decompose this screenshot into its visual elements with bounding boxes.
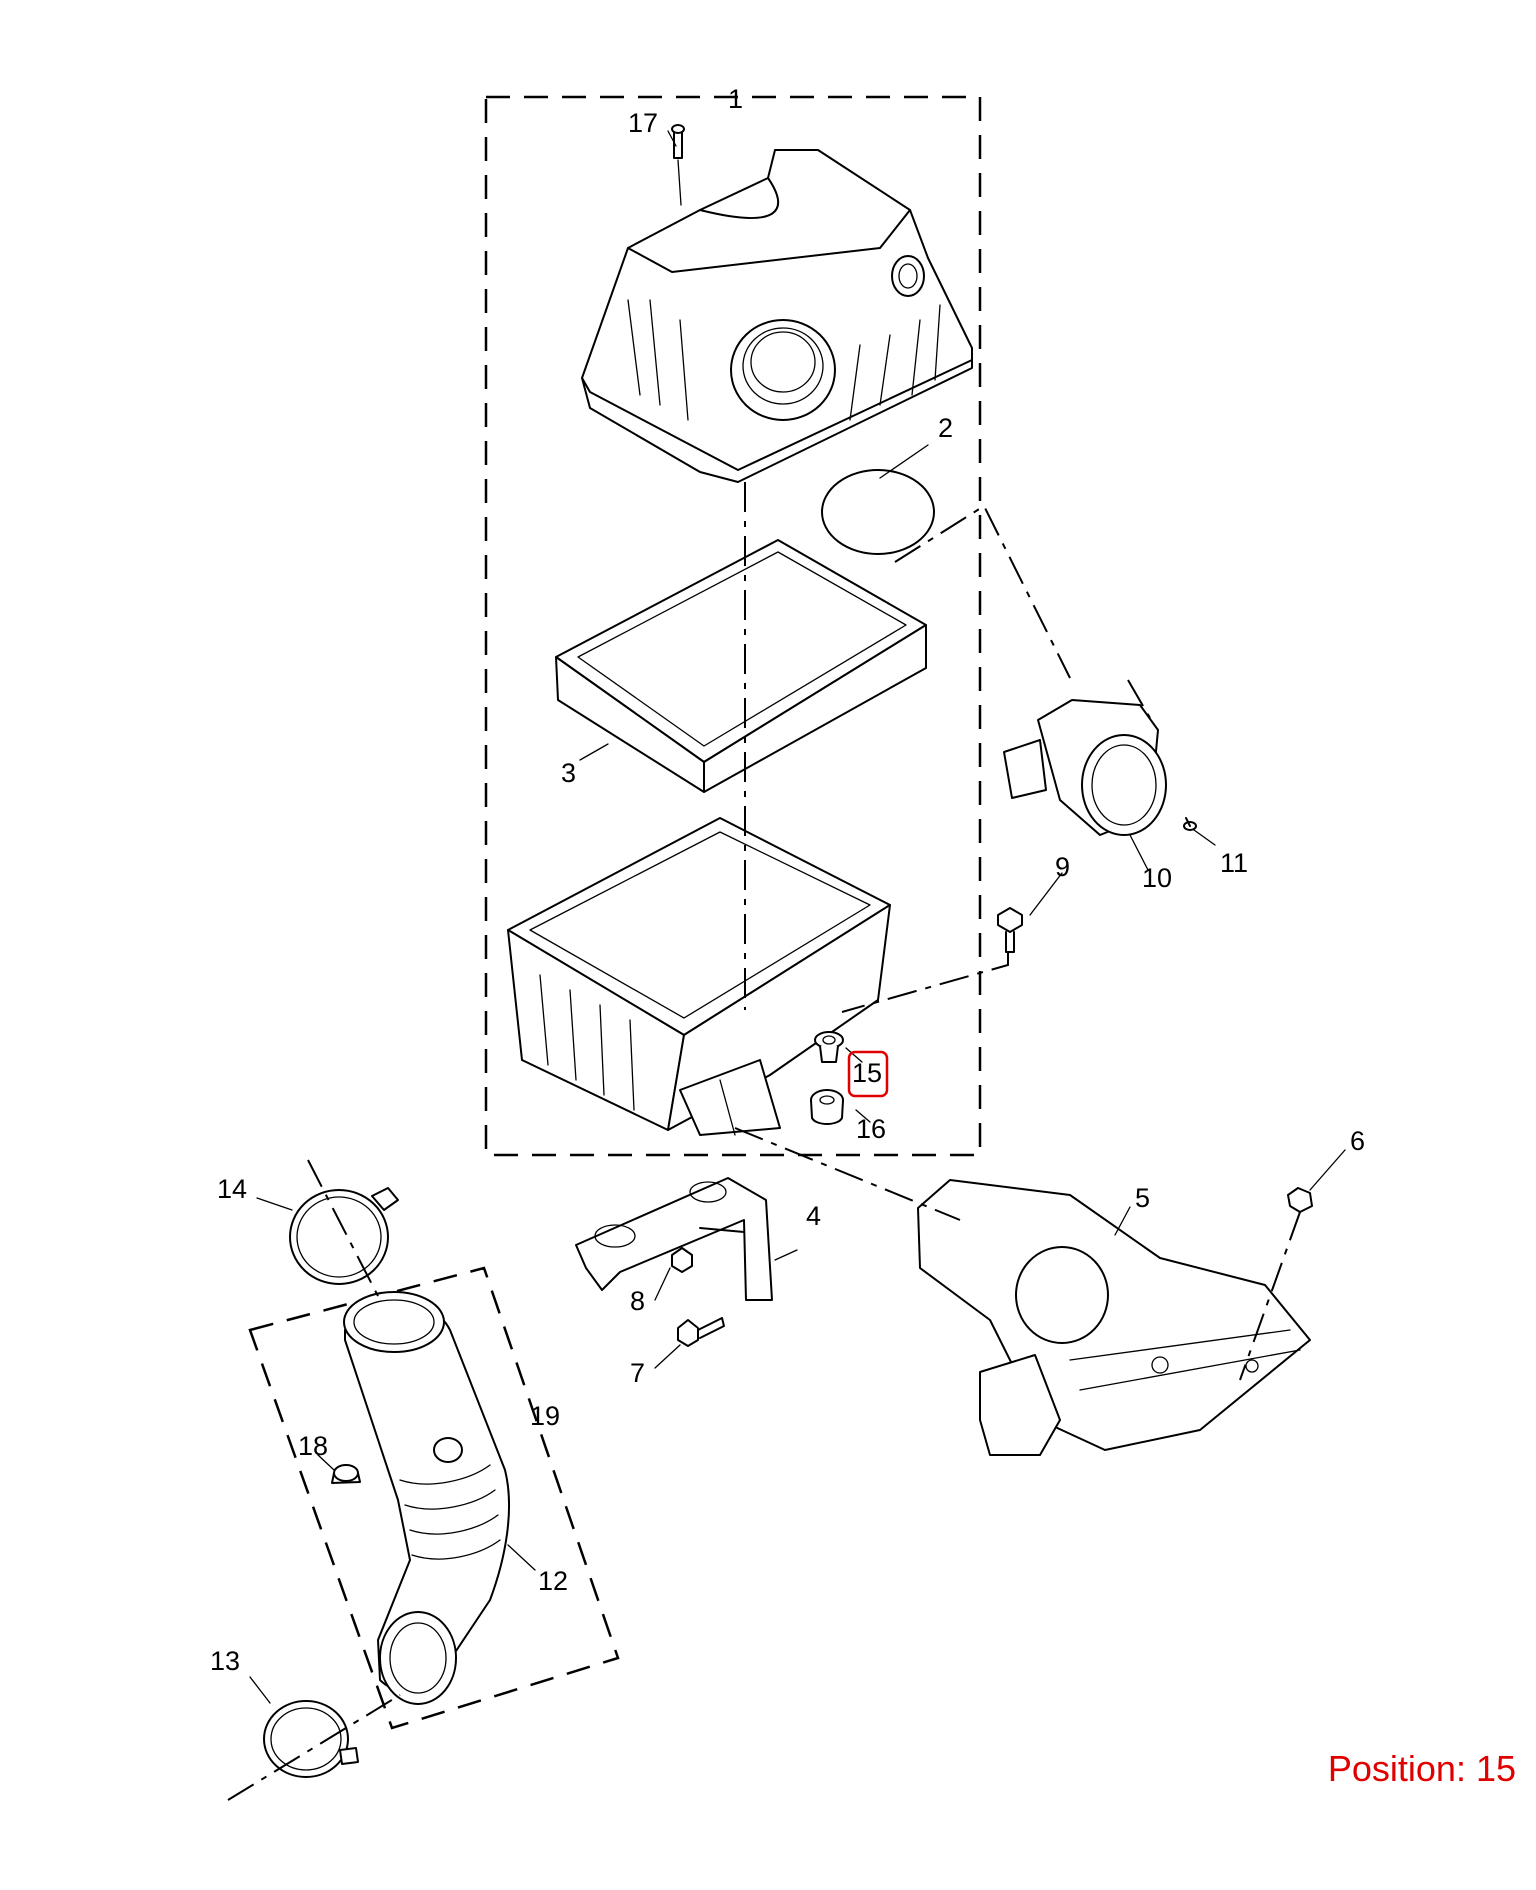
- callout-15: 15: [852, 1058, 882, 1088]
- assembly-1-group-box: [484, 95, 982, 1157]
- part-18-clip: [331, 1464, 361, 1484]
- assembly-19-group-box: [248, 1266, 620, 1730]
- callout-19: 19: [530, 1401, 560, 1431]
- callout-8: 8: [630, 1286, 645, 1316]
- callout-11: 11: [1220, 848, 1248, 878]
- part-6-nut: [1287, 1187, 1313, 1213]
- part-7-bolt: [677, 1317, 725, 1347]
- callout-18: 18: [298, 1431, 328, 1461]
- callout-9: 9: [1055, 852, 1070, 882]
- callout-7: 7: [630, 1358, 645, 1388]
- part-10-maf-sensor: [1003, 699, 1167, 836]
- part-12-intake-hose: [343, 1291, 510, 1705]
- part-8-nut: [671, 1247, 693, 1273]
- callout-10: 10: [1142, 863, 1172, 893]
- part-15-highlight-box: [847, 1050, 889, 1098]
- part-1-air-cleaner-cover: [581, 149, 973, 483]
- callout-14: 14: [217, 1174, 247, 1204]
- part-3-filter-element: [555, 539, 927, 793]
- callout-leaders: [249, 130, 1346, 1704]
- part-1-housing-base: [507, 817, 891, 1136]
- part-4-bracket: [575, 1177, 773, 1301]
- part-15-grommet: [814, 1031, 844, 1063]
- callout-2: 2: [938, 413, 953, 443]
- part-11-screw: [1183, 817, 1197, 831]
- callout-4: 4: [806, 1201, 821, 1231]
- callout-5: 5: [1135, 1183, 1150, 1213]
- callout-3: 3: [561, 758, 576, 788]
- part-17-screw: [671, 124, 685, 206]
- callout-12: 12: [538, 1566, 568, 1596]
- callout-1: 1: [728, 84, 743, 114]
- part-16-insulator: [810, 1089, 844, 1125]
- part-2-seal-ring: [821, 469, 935, 555]
- part-13-clamp: [263, 1700, 359, 1778]
- part-14-clamp: [289, 1187, 399, 1285]
- callout-17: 17: [628, 108, 658, 138]
- part-5-intake-duct: [917, 1179, 1311, 1456]
- part-9-bolt: [997, 907, 1023, 953]
- leader-lines: [227, 482, 1301, 1801]
- callout-labels: 1 17 2 3 9 10 11 15 16 6 14 5 4 8 7 19 1…: [210, 84, 1365, 1676]
- position-label: Position: 15: [1327, 1748, 1516, 1789]
- callout-13: 13: [210, 1646, 240, 1676]
- callout-16: 16: [856, 1114, 886, 1144]
- callout-6: 6: [1350, 1126, 1365, 1156]
